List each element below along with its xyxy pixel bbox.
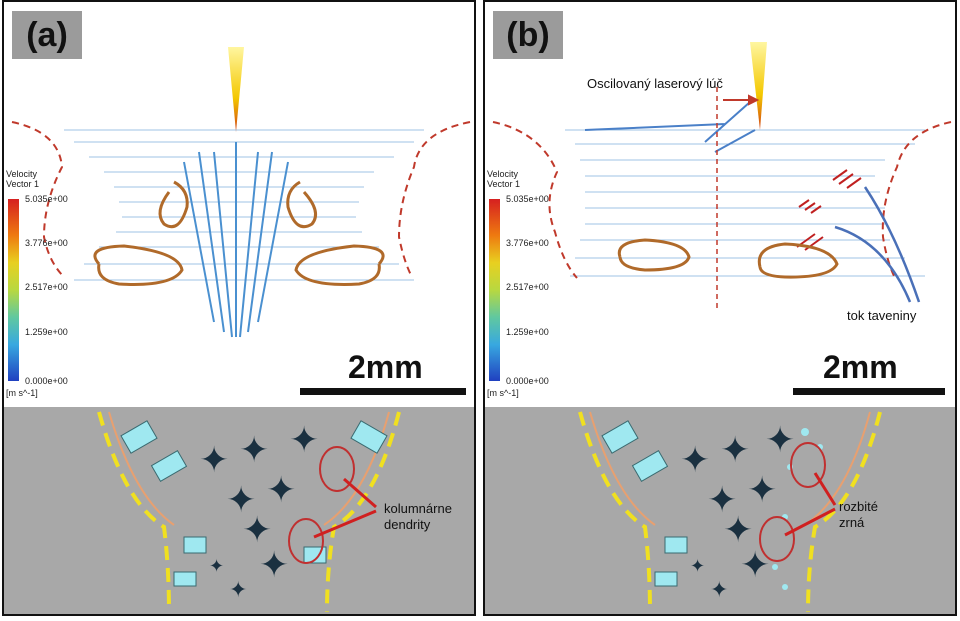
tick-label: 2.517e+00 bbox=[506, 282, 549, 292]
tick-label: 2.517e+00 bbox=[25, 282, 68, 292]
svg-text:✦: ✦ bbox=[720, 429, 750, 470]
vortex-arrows bbox=[617, 238, 839, 279]
fusion-line bbox=[97, 411, 401, 613]
highlight-circles bbox=[759, 442, 826, 562]
scale-bar bbox=[793, 388, 945, 395]
svg-text:✦: ✦ bbox=[710, 577, 728, 602]
svg-text:✦: ✦ bbox=[765, 419, 795, 460]
svg-text:✦: ✦ bbox=[209, 556, 224, 576]
haz-line bbox=[108, 411, 390, 526]
grains-label: rozbité zrná bbox=[839, 499, 879, 530]
legend-title: Velocity Vector 1 bbox=[487, 169, 521, 189]
svg-text:✦: ✦ bbox=[199, 439, 229, 480]
laser-beam bbox=[228, 47, 244, 132]
unit-label: [m s^-1] bbox=[487, 388, 519, 398]
vector-field bbox=[565, 129, 925, 277]
tick-label: 0.000e+00 bbox=[25, 376, 68, 386]
svg-text:✦: ✦ bbox=[740, 544, 770, 585]
tick-label: 1.259e+00 bbox=[506, 327, 549, 337]
svg-text:✦: ✦ bbox=[723, 509, 753, 550]
svg-text:✦: ✦ bbox=[747, 469, 777, 510]
svg-text:✦: ✦ bbox=[242, 509, 272, 550]
svg-text:✦: ✦ bbox=[266, 469, 296, 510]
flow-arrows bbox=[834, 186, 921, 303]
tick-label: 1.259e+00 bbox=[25, 327, 68, 337]
haz-line bbox=[589, 411, 871, 526]
svg-text:✦: ✦ bbox=[289, 419, 319, 460]
microstructure-sketch: ✦✦✦ ✦✦✦ ✦✦✦ bbox=[97, 411, 401, 613]
flow-label: tok taveniny bbox=[847, 308, 917, 323]
columnar-dendrites bbox=[601, 420, 688, 587]
legend-title: Velocity Vector 1 bbox=[6, 169, 40, 189]
velocity-field-b bbox=[492, 42, 952, 312]
svg-text:✦: ✦ bbox=[259, 544, 289, 585]
color-bar bbox=[489, 199, 500, 381]
fusion-line bbox=[578, 411, 882, 613]
tick-label: 5.035e+00 bbox=[25, 194, 68, 204]
scale-label: 2mm bbox=[348, 349, 423, 385]
pointer-arrows bbox=[784, 472, 837, 537]
svg-text:✦: ✦ bbox=[680, 439, 710, 480]
highlight-circles bbox=[288, 446, 355, 564]
oscillation-arrow bbox=[723, 94, 760, 106]
microstructure-b: ✦✦✦ ✦✦✦ ✦✦✦ rozbité zrná bbox=[485, 407, 955, 614]
dendrite-label: kolumnárne dendrity bbox=[384, 501, 452, 532]
melt-pool-boundary bbox=[11, 121, 471, 278]
vector-field bbox=[64, 129, 424, 281]
downflow-streaks bbox=[183, 142, 289, 338]
svg-text:✦: ✦ bbox=[239, 429, 269, 470]
vortex-arrows bbox=[93, 180, 385, 286]
tick-label: 3.776e+00 bbox=[506, 238, 549, 248]
microstructure-a: ✦✦✦ ✦✦✦ ✦✦✦ kolumnárne dendrity bbox=[4, 407, 474, 614]
svg-text:✦: ✦ bbox=[229, 577, 247, 602]
tick-label: 0.000e+00 bbox=[506, 376, 549, 386]
flow-marks bbox=[796, 169, 862, 251]
panel-tag: (a) bbox=[12, 11, 82, 59]
laser-beam bbox=[750, 42, 767, 130]
beam-label: Oscilovaný laserový lúč bbox=[587, 76, 723, 91]
melt-pool-boundary bbox=[492, 121, 952, 279]
broken-fragments bbox=[772, 428, 823, 590]
microstructure-sketch: ✦✦✦ ✦✦✦ ✦✦✦ bbox=[578, 411, 882, 613]
panel-tag: (b) bbox=[493, 11, 563, 59]
svg-text:✦: ✦ bbox=[707, 479, 737, 520]
scale-label: 2mm bbox=[823, 349, 898, 385]
svg-text:✦: ✦ bbox=[226, 479, 256, 520]
surface-streaks bbox=[584, 101, 756, 153]
panel-b: (b) Oscilovaný bbox=[483, 0, 957, 616]
color-bar bbox=[8, 199, 19, 381]
tick-label: 3.776e+00 bbox=[25, 238, 68, 248]
svg-text:✦: ✦ bbox=[690, 556, 705, 576]
scale-bar bbox=[300, 388, 466, 395]
equiaxed-grains: ✦✦✦ ✦✦✦ ✦✦✦ bbox=[680, 419, 795, 602]
velocity-field-a bbox=[11, 47, 471, 338]
panel-a: (a) Velocity Vector 1 5.035e+00 bbox=[2, 0, 476, 616]
pointer-arrows bbox=[313, 477, 377, 539]
columnar-dendrites bbox=[120, 420, 388, 587]
unit-label: [m s^-1] bbox=[6, 388, 38, 398]
equiaxed-grains: ✦✦✦ ✦✦✦ ✦✦✦ bbox=[199, 419, 319, 602]
tick-label: 5.035e+00 bbox=[506, 194, 549, 204]
